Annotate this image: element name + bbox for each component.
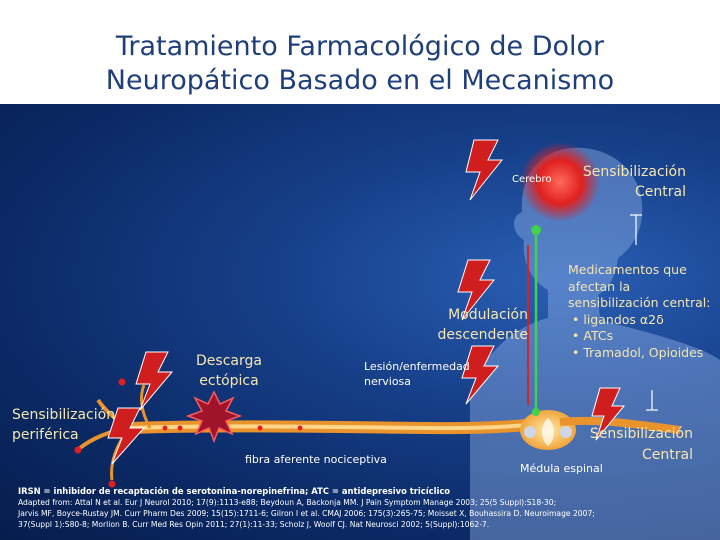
drug-list-heading-line3: sensibilización central: — [568, 295, 720, 312]
central-sensitization-line1: Sensibilización — [568, 162, 686, 182]
ectopic-discharge-line2: ectópica — [190, 371, 268, 391]
drug-items: ligandos α2δ ATCs Tramadol, Opioides — [568, 312, 720, 362]
lightning-brain — [466, 140, 502, 200]
slide-title: Tratamiento Farmacológico de Dolor Neuro… — [20, 30, 700, 98]
brain-label: Cerebro — [512, 174, 552, 185]
slide-title-line1: Tratamiento Farmacológico de Dolor — [20, 30, 700, 64]
references-footer: IRSN = inhibidor de recaptación de serot… — [18, 486, 718, 530]
descending-modulation-label: Modulación descendente — [420, 305, 528, 345]
drug-item: ligandos α2δ — [568, 312, 720, 329]
central-sensitization-lower-line1: Sensibilización — [575, 424, 693, 445]
reference-line1: Adapted from: Attal N et al. Eur J Neuro… — [18, 497, 718, 508]
abbreviations-note: IRSN = inhibidor de recaptación de serot… — [18, 486, 718, 497]
nerve-lesion-line2: nerviosa — [364, 374, 470, 389]
drug-item: ATCs — [568, 328, 720, 345]
peripheral-sensitization-line1: Sensibilización — [12, 405, 115, 425]
drug-list-heading-line1: Medicamentos que — [568, 262, 720, 279]
ectopic-discharge-label: Descarga ectópica — [190, 351, 268, 391]
central-sensitization-label: Sensibilización Central — [568, 162, 686, 202]
peripheral-sensitization-line2: periférica — [12, 425, 115, 445]
reference-line2: Jarvis MF, Boyce-Rustay JM. Curr Pharm D… — [18, 508, 718, 519]
central-sensitization-lower-line2: Central — [575, 445, 693, 466]
nerve-lesion-line1: Lesión/enfermedad — [364, 359, 470, 374]
drug-item: Tramadol, Opioides — [568, 345, 720, 362]
slide-title-line2: Neuropático Basado en el Mecanismo — [20, 64, 700, 98]
central-sensitization-lower-label: Sensibilización Central — [575, 424, 693, 466]
peripheral-sensitization-label: Sensibilización periférica — [12, 405, 115, 445]
descending-modulation-line2: descendente — [420, 325, 528, 345]
ectopic-discharge-line1: Descarga — [190, 351, 268, 371]
drug-list: Medicamentos que afectan la sensibilizac… — [568, 262, 720, 361]
nerve-lesion-label: Lesión/enfermedad nerviosa — [364, 359, 470, 389]
descending-modulation-line1: Modulación — [420, 305, 528, 325]
ectopic-burst — [188, 392, 240, 441]
afferent-fiber-label: fibra aferente nociceptiva — [245, 453, 387, 466]
title-band: Tratamiento Farmacológico de Dolor Neuro… — [0, 0, 720, 104]
reference-line3: 37(Suppl 1):S80-8; Morlion B. Curr Med R… — [18, 519, 718, 530]
drug-list-heading-line2: afectan la — [568, 279, 720, 296]
central-sensitization-line2: Central — [568, 182, 686, 202]
